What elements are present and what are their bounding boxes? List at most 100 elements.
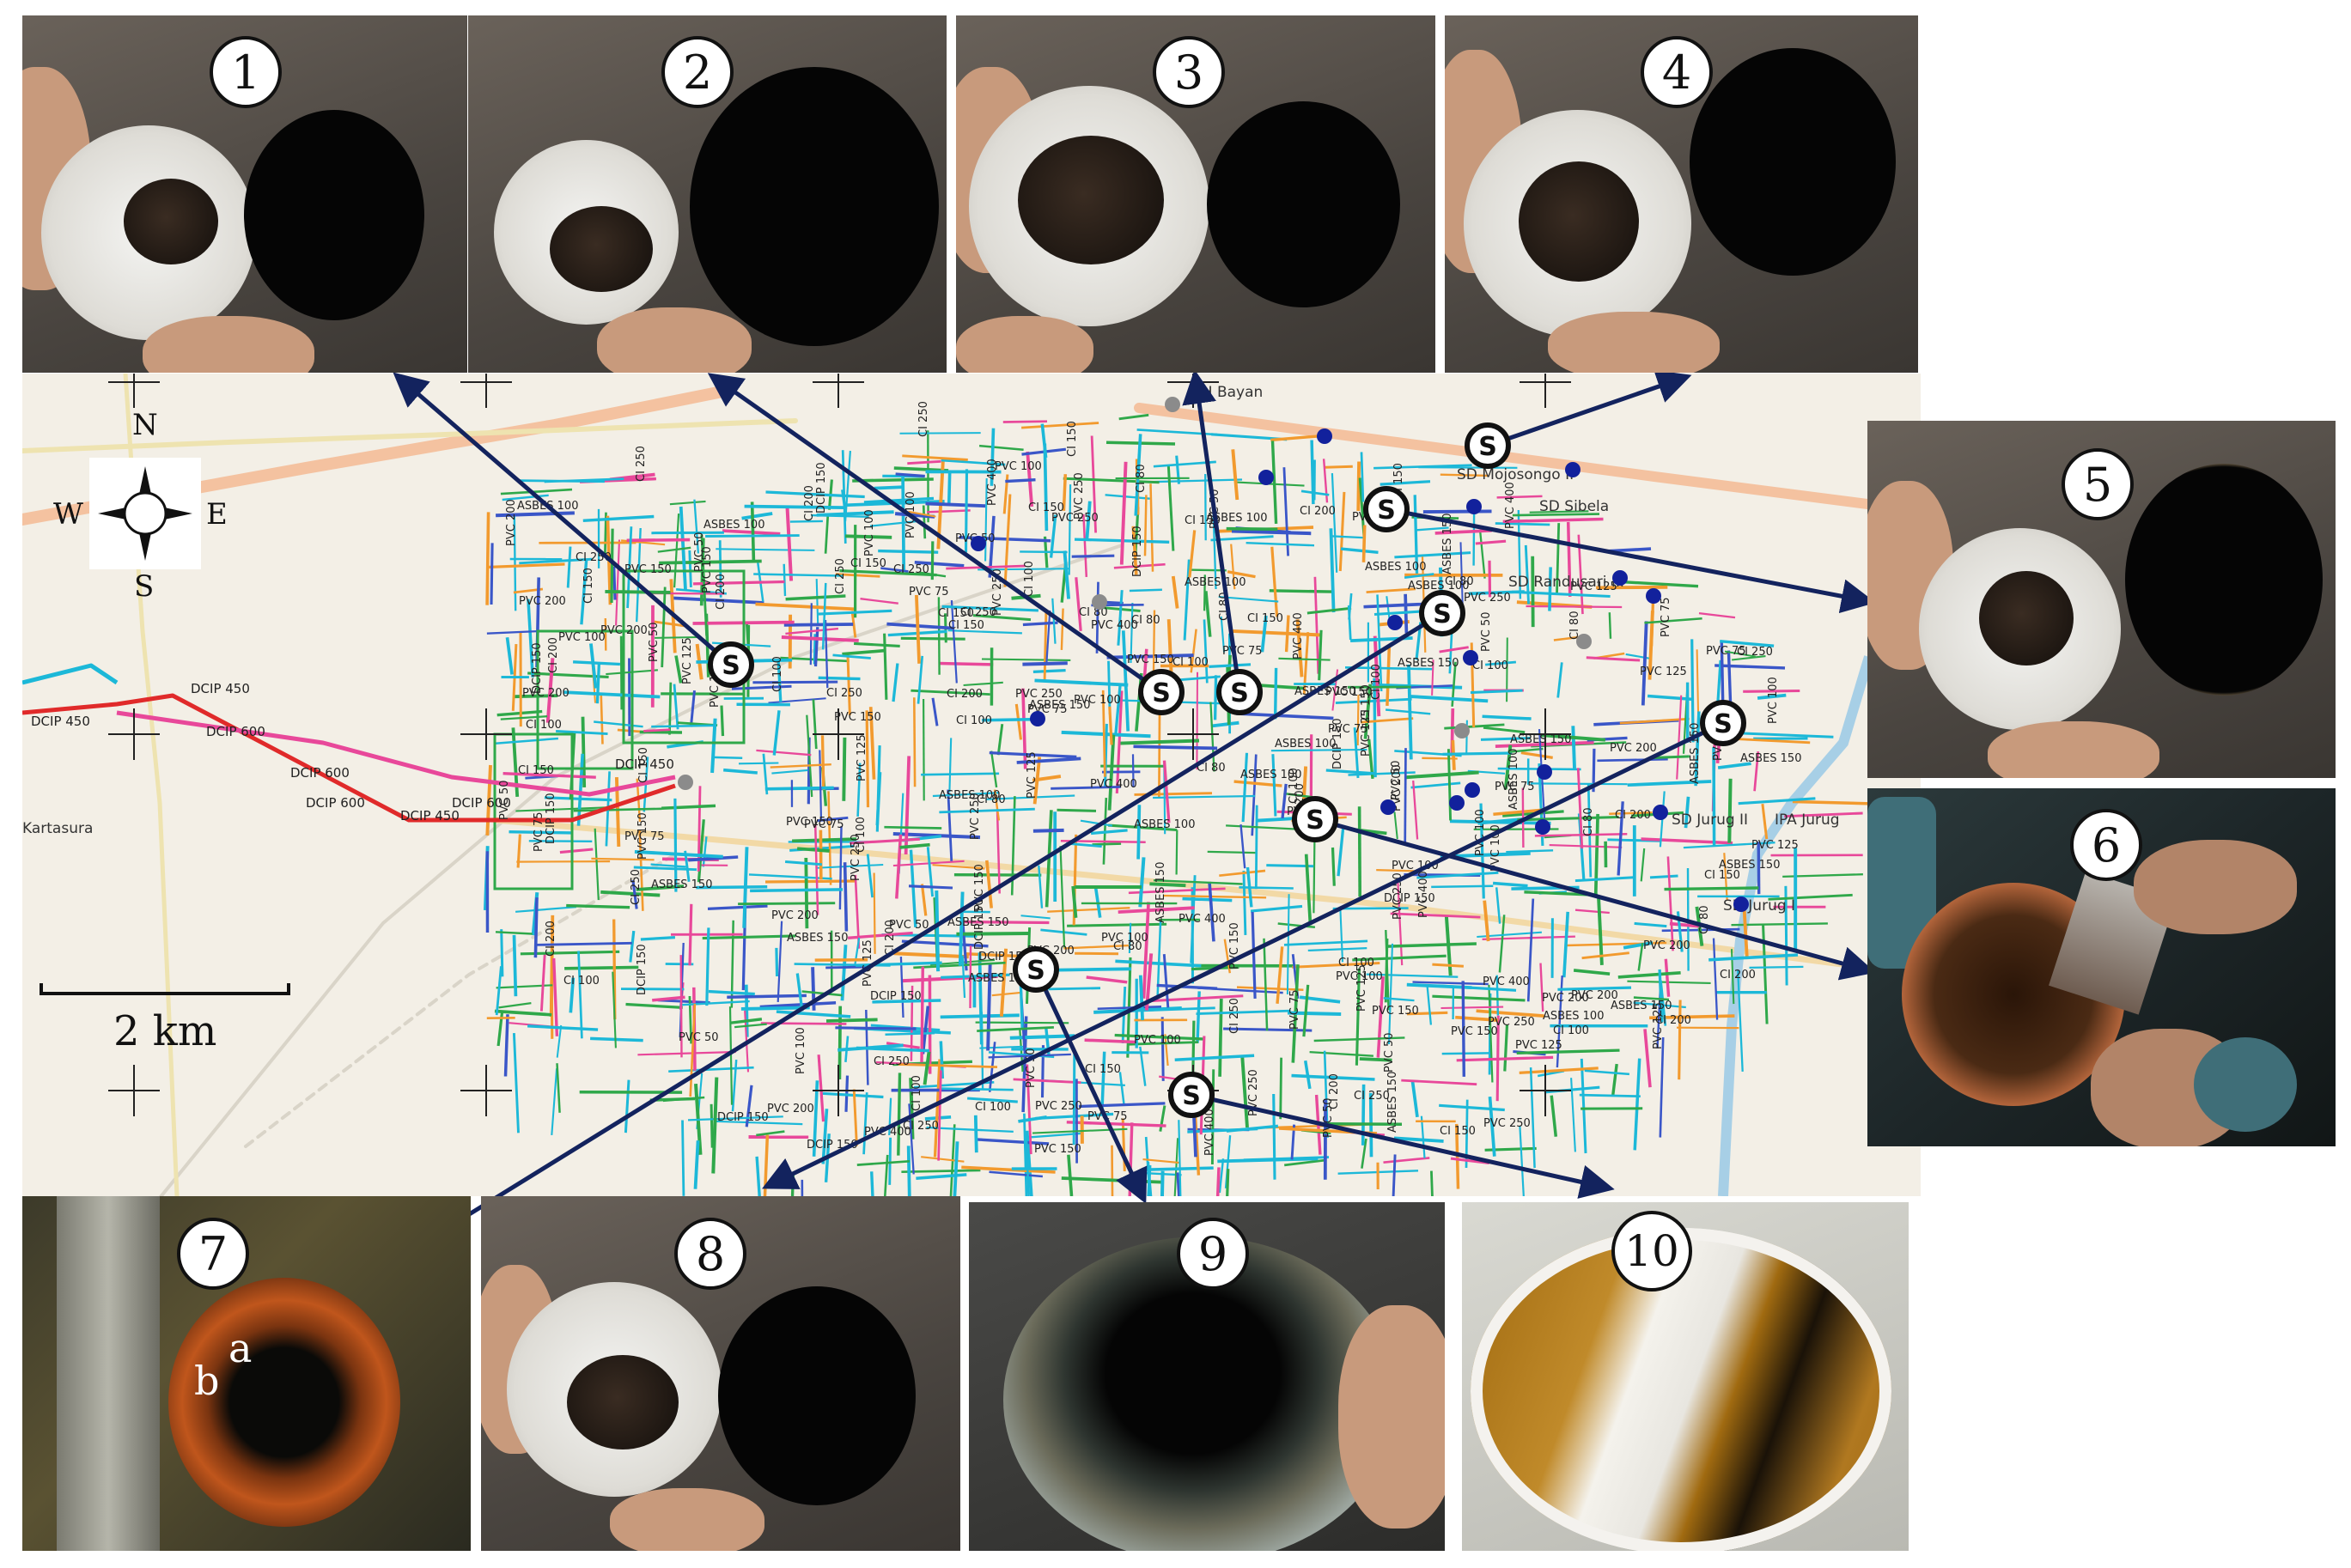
pipe-label: CI 250 [630, 869, 643, 905]
pipe-segment [1138, 857, 1146, 908]
hand [1548, 312, 1720, 373]
pipe-label: PVC 400 [1483, 975, 1530, 988]
pipe-segment [1422, 509, 1492, 514]
reservoir-dot [1465, 782, 1480, 798]
pipe-segment [707, 904, 768, 910]
pipe-segment [1633, 1058, 1641, 1151]
photo-number-badge-1: 1 [210, 36, 282, 108]
pipe-segment [1737, 970, 1744, 1072]
pipe-segment [1121, 630, 1130, 732]
grid-cross [108, 708, 160, 760]
pipe-label: CI 150 [948, 619, 984, 632]
pipe-segment [643, 728, 671, 732]
pipe-label: CI 200 [547, 637, 560, 673]
pipe-segment [668, 1066, 754, 1073]
pipe-segment [1051, 598, 1057, 644]
pipe-segment [1108, 706, 1113, 745]
pipe-label: CI 250 [826, 687, 862, 700]
pipe-segment [1142, 1166, 1214, 1171]
pipe-segment [1032, 668, 1066, 674]
junction-dot [678, 775, 693, 790]
pipe-label: PVC 125 [1026, 751, 1038, 799]
pipe-segment [657, 546, 691, 553]
pipe-segment [844, 1036, 850, 1063]
pipe-segment [852, 477, 934, 483]
pipe-segment [1236, 986, 1304, 992]
junction-dot [1165, 397, 1180, 412]
compass-south: S [134, 569, 155, 604]
pipe-segment [1020, 915, 1051, 920]
pipe-label: PVC 400 [864, 1126, 911, 1139]
pipe-segment [953, 1141, 959, 1196]
photo-number-badge-9: 9 [1177, 1218, 1249, 1290]
pipe-segment [1432, 994, 1526, 1002]
pipe-segment [1415, 622, 1422, 660]
pipe-segment [734, 1023, 767, 1029]
pipe-segment [852, 1089, 858, 1146]
pipe-segment [1475, 539, 1507, 545]
pipe-segment [1063, 550, 1071, 599]
pipe-segment [1270, 441, 1278, 524]
pipe-segment [801, 1179, 804, 1196]
pipe-segment [1304, 854, 1313, 926]
pipe-section [1690, 48, 1896, 276]
pipe-segment [1664, 958, 1671, 997]
pipe-label: PVC 200 [505, 499, 518, 546]
pipe-segment [1549, 844, 1623, 848]
pipe-segment [940, 1087, 1014, 1091]
pipe-flange [2194, 1037, 2297, 1132]
pipe-label: PVC 200 [771, 909, 819, 922]
pipe-segment [1678, 1000, 1682, 1080]
pipe-segment [1404, 748, 1407, 846]
pipe-segment [556, 1063, 561, 1113]
pipe-segment [768, 697, 826, 704]
pipe-segment [1183, 559, 1191, 641]
pipe-segment [973, 1115, 978, 1153]
pipe-label: CI 250 [1354, 1090, 1390, 1103]
pipe-segment [1276, 946, 1284, 1004]
pipe-segment [1092, 842, 1122, 846]
pipe-segment [1153, 460, 1216, 468]
pipe-segment [1182, 896, 1233, 903]
pipe-segment [744, 504, 844, 509]
pipe-segment [741, 512, 773, 520]
pipe-segment [1279, 1057, 1282, 1120]
pipe-segment [790, 1173, 795, 1196]
pipe-segment [939, 807, 1035, 814]
pipe-label: CI 80 [1131, 614, 1160, 627]
pipe-label: PVC 250 [991, 568, 1004, 616]
pipe-label: DCIP 600 [206, 724, 265, 739]
pipe-segment [716, 548, 815, 551]
pipe-segment [552, 957, 559, 1036]
pipe-segment [840, 945, 848, 1001]
pipe-segment [1331, 473, 1338, 573]
pipe-segment [764, 879, 856, 884]
pipe-label: PVC 50 [1322, 1098, 1335, 1138]
pipe-label: PVC 200 [522, 687, 569, 700]
pipe-label: PVC 200 [600, 624, 648, 637]
pipe-segment [1159, 1105, 1166, 1132]
pipe-segment [991, 991, 1022, 997]
pipe-segment [1593, 813, 1599, 896]
pipe-label: PVC 200 [1643, 939, 1690, 952]
pipe-label: PVC 75 [533, 812, 545, 852]
pipe-segment [1470, 689, 1523, 694]
hand [1988, 721, 2159, 778]
pipe-segment [899, 842, 930, 849]
pipe-segment [923, 1051, 931, 1085]
pipe-segment [1226, 526, 1278, 532]
pipe-segment [705, 927, 710, 1006]
pipe-segment [1640, 848, 1646, 882]
pipe-label: PVC 125 [1640, 665, 1687, 678]
pipe-label: PVC 125 [856, 734, 868, 781]
pipe-segment [996, 809, 1001, 894]
pipe-segment [720, 705, 725, 737]
pipe-segment [1360, 452, 1365, 502]
pipe-label: PVC 100 [795, 1027, 807, 1074]
pipe-segment [862, 1092, 868, 1155]
pipe-segment [577, 951, 583, 1039]
sediment-sample [124, 179, 218, 264]
pipe-label: PVC 75 [1222, 645, 1262, 658]
pipe-label: CI 200 [884, 920, 897, 956]
pipe-label: PVC 100 [558, 631, 606, 644]
